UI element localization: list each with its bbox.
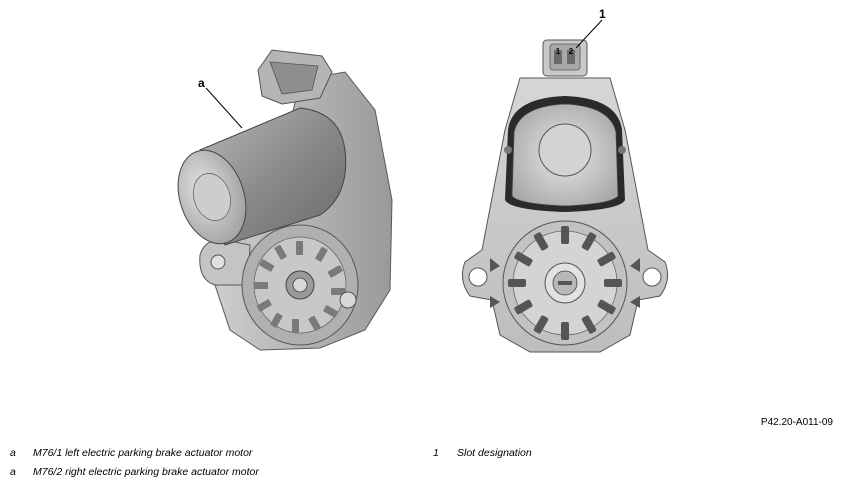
left-motor-cylinder <box>177 107 347 246</box>
callout-1-leader <box>575 19 603 49</box>
figure-code: P42.20-A011-09 <box>760 417 833 428</box>
legend-text: M76/1 left electric parking brake actuat… <box>33 447 253 459</box>
right-actuator-motor: 1 2 <box>461 39 669 353</box>
legend-text: Slot designation <box>457 447 532 459</box>
callout-label-1: 1 <box>599 7 606 21</box>
left-connector <box>257 49 333 105</box>
connector-pin-2: 2 <box>569 47 574 56</box>
legend-text: M76/2 right electric parking brake actua… <box>33 466 259 478</box>
connector-pin-1: 1 <box>556 47 561 56</box>
legend-key: a <box>10 466 16 478</box>
callout-label-a: a <box>198 76 205 90</box>
right-connector: 1 2 <box>542 39 588 77</box>
actuator-motor-illustration: 1 2 <box>177 19 669 353</box>
left-actuator-motor <box>177 49 393 351</box>
callout-a-leader <box>205 87 243 129</box>
legend-key: 1 <box>433 447 439 459</box>
right-gear-face <box>502 220 628 346</box>
left-gear-face <box>241 224 359 346</box>
legend-key: a <box>10 447 16 459</box>
